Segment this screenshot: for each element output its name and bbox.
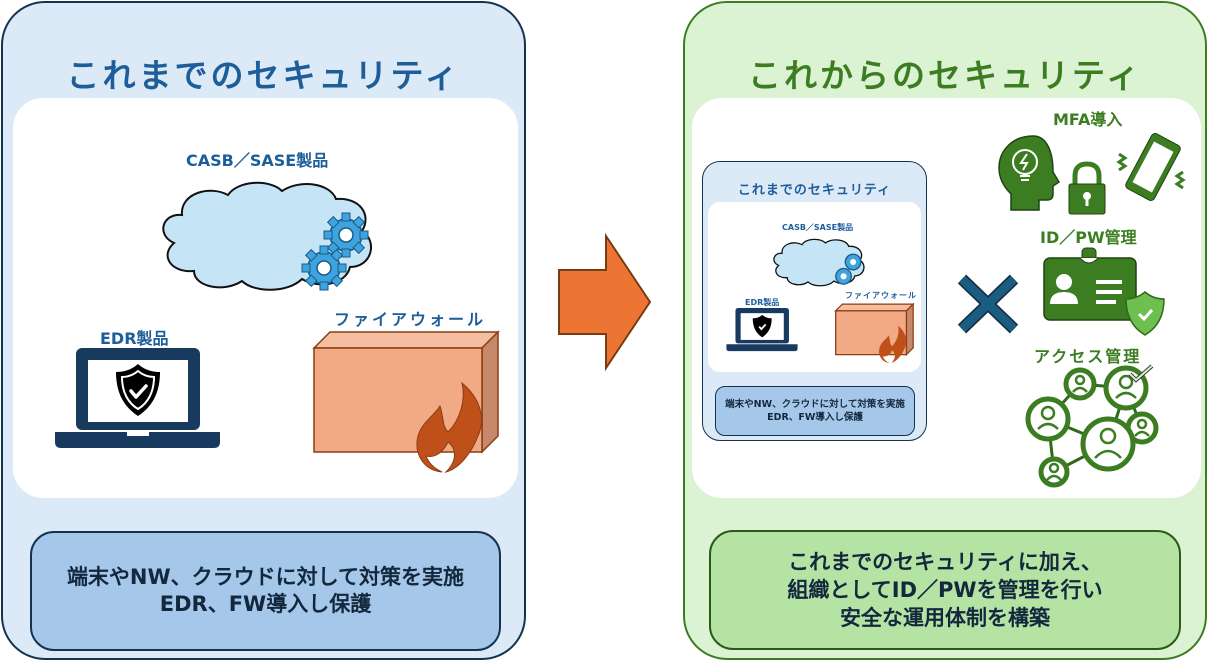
cloud-icon: [162, 181, 372, 291]
id-badge-icon: [1043, 247, 1165, 336]
mini-cloud-label: CASB／SASE製品: [782, 223, 854, 232]
mini-current-security-panel: これまでのセキュリティ 端末やNW、クラウドに対して対策を実施 EDR、FW導入…: [702, 161, 927, 441]
cloud-label: CASB／SASE製品: [186, 151, 329, 170]
mini-panel-summary: 端末やNW、クラウドに対して対策を実施 EDR、FW導入し保護: [715, 386, 915, 436]
mini-firewall-icon: [834, 302, 915, 364]
summary-line: EDR、FW導入し保護: [767, 412, 863, 423]
edr-label: EDR製品: [100, 329, 169, 348]
future-security-title: これからのセキュリティ: [747, 56, 1143, 95]
user-network-icon: [1025, 364, 1159, 488]
summary-line: 安全な運用体制を構築: [840, 606, 1050, 630]
mini-firewall-label: ファイアウォール: [845, 291, 917, 300]
mfa-label: MFA導入: [1053, 110, 1123, 129]
flame-icon: [416, 381, 482, 474]
summary-line: 端末やNW、クラウドに対して対策を実施: [725, 399, 905, 410]
head-lightbulb-icon: [998, 135, 1061, 211]
summary-line: EDR、FW導入し保護: [159, 592, 372, 616]
access-label: アクセス管理: [1034, 347, 1142, 366]
firewall-icon: [312, 330, 500, 474]
vibrating-phone-icon: [1116, 133, 1186, 201]
mfa-icons: [998, 133, 1186, 215]
laptop-icon: [55, 348, 220, 448]
gear-icon: [323, 212, 369, 258]
idpw-label: ID／PW管理: [1040, 228, 1137, 247]
summary-line: これまでのセキュリティに加え、: [788, 550, 1102, 574]
mini-edr-label: EDR製品: [745, 298, 780, 307]
summary-line: 端末やNW、クラウドに対して対策を実施: [66, 565, 465, 589]
mini-panel-title: これまでのセキュリティ: [737, 183, 892, 198]
current-security-summary: 端末やNW、クラウドに対して対策を実施 EDR、FW導入し保護: [30, 531, 501, 651]
shield-check-icon: [1125, 291, 1165, 336]
mini-laptop-icon: [726, 308, 798, 352]
firewall-label: ファイアウォール: [334, 310, 487, 329]
gear-icon: [301, 245, 347, 291]
future-security-summary: これまでのセキュリティに加え、 組織としてID／PWを管理を行い 安全な運用体制…: [709, 530, 1181, 650]
shield-check-icon: [116, 364, 160, 416]
cross-icon: [957, 274, 1019, 334]
current-security-title: これまでのセキュリティ: [66, 56, 461, 95]
mini-cloud-icon: [773, 238, 865, 287]
right-arrow-icon: [558, 232, 652, 372]
padlock-icon: [1068, 161, 1106, 215]
summary-line: 組織としてID／PWを管理を行い: [787, 578, 1103, 602]
